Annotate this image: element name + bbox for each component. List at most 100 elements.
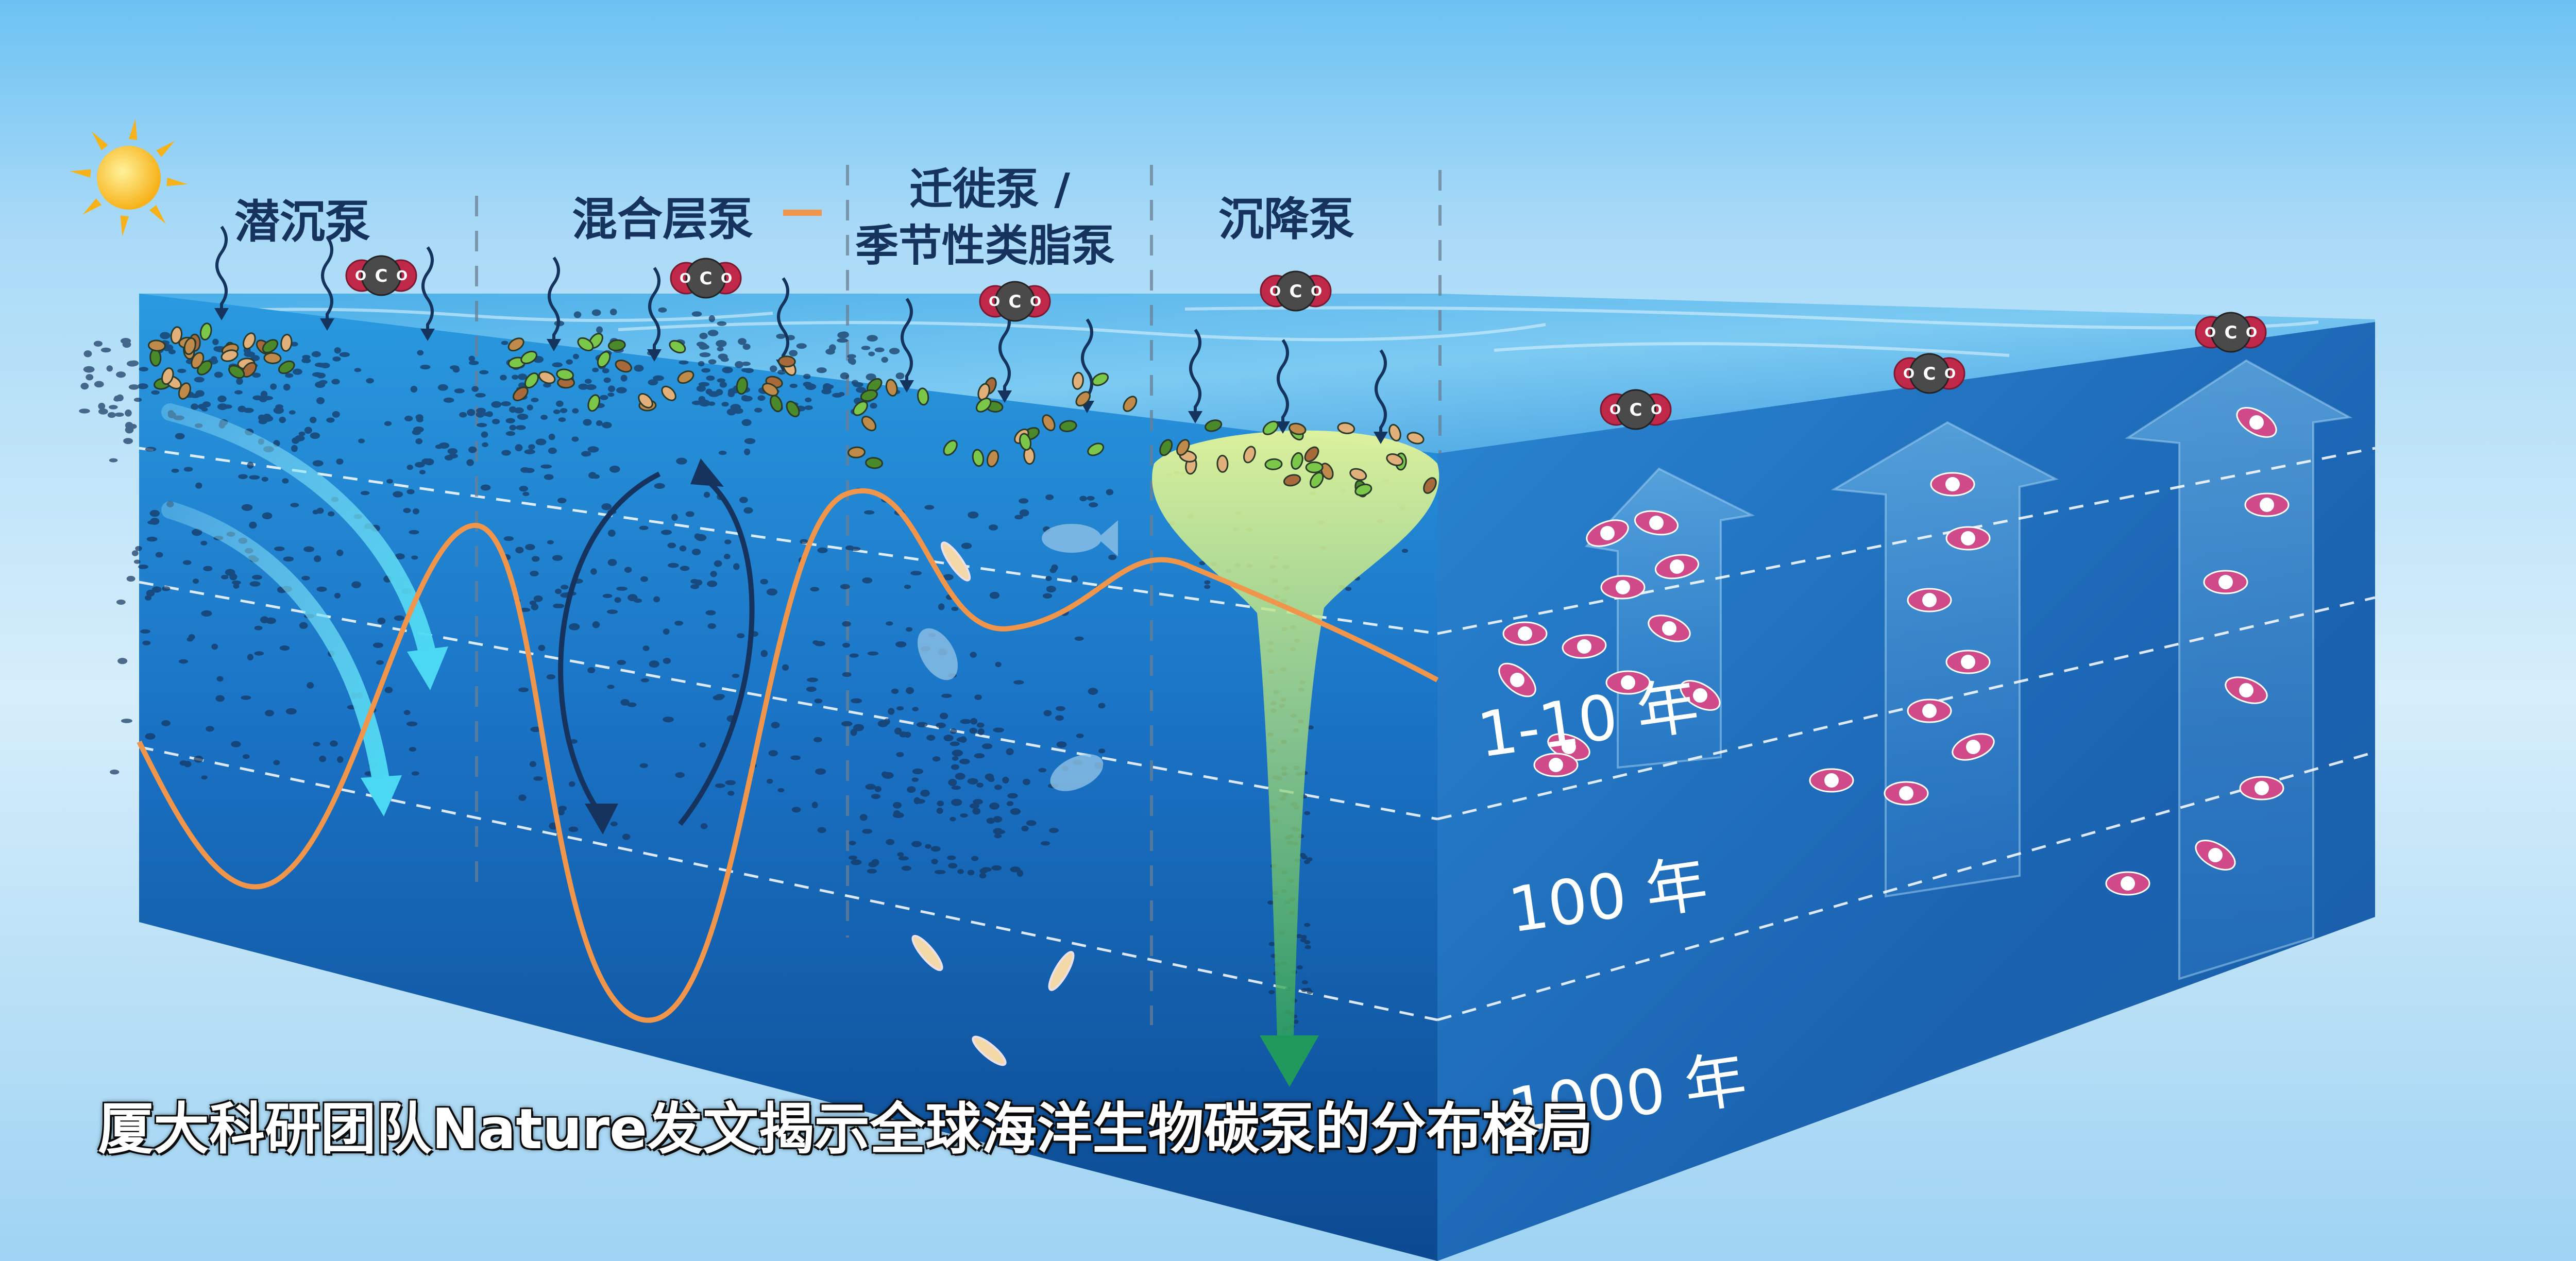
plankton	[1386, 453, 1404, 466]
particle-dot	[703, 491, 710, 498]
plankton	[1042, 414, 1056, 432]
particle-dot	[596, 420, 603, 426]
particle-dot	[334, 592, 341, 599]
particle-dot	[760, 650, 768, 657]
particle-dot	[906, 687, 914, 694]
sun-ray	[120, 215, 129, 237]
co2-molecule-small	[2236, 407, 2277, 438]
particle-dot	[529, 600, 537, 605]
particle-dot	[888, 708, 895, 715]
particle-dot	[527, 404, 533, 411]
particle-dot	[993, 828, 1003, 834]
particle-dot	[610, 821, 618, 827]
particle-dot	[592, 621, 600, 628]
particle-dot	[113, 397, 121, 402]
particle-dot	[238, 474, 248, 479]
particle-dot	[215, 695, 225, 702]
co2-molecule-small	[1562, 634, 1607, 659]
particle-dot	[303, 546, 315, 552]
particle-dot	[518, 794, 527, 802]
particle-dot	[150, 518, 160, 525]
particle-dot	[901, 865, 912, 871]
plankton	[278, 360, 295, 374]
particle-dot	[466, 459, 474, 466]
particle-dot	[137, 383, 148, 389]
particle-dot	[743, 507, 753, 514]
svg-text:O: O	[989, 294, 1000, 310]
plankton	[1283, 474, 1301, 487]
particle-dot	[993, 816, 1003, 823]
particle-dot	[133, 559, 141, 564]
particle-dot	[861, 346, 871, 350]
particle-dot	[214, 371, 223, 378]
particle-dot	[841, 721, 853, 727]
particle-dot	[1071, 575, 1078, 583]
plankton	[661, 385, 676, 401]
particle-dot	[796, 343, 807, 349]
co2-molecule-small	[1634, 510, 1679, 536]
particle-dot	[1089, 502, 1098, 507]
svg-text:O: O	[1311, 284, 1322, 299]
particle-dot	[519, 607, 531, 612]
particle-dot	[249, 521, 257, 529]
particle-dot	[386, 479, 393, 484]
particle-dot	[760, 578, 768, 585]
particle-dot	[840, 372, 850, 380]
particle-dot	[806, 686, 817, 692]
particle-dot	[943, 735, 954, 742]
particle-dot	[201, 775, 208, 780]
particle-dot	[862, 829, 872, 834]
particle-dot	[771, 722, 780, 729]
particle-dot	[701, 368, 710, 373]
particle-dot	[243, 407, 254, 413]
particle-dot	[591, 309, 601, 316]
particle-dot	[1108, 554, 1117, 560]
light-ray	[1375, 349, 1387, 438]
particle-dot	[679, 545, 687, 552]
particle-dot	[603, 377, 611, 383]
particle-dot	[241, 695, 251, 700]
particle-dot	[889, 348, 900, 354]
particle-dot	[710, 571, 717, 577]
particle-dot	[805, 397, 812, 402]
particle-dot	[482, 442, 488, 448]
particle-dot	[195, 482, 202, 489]
particle-dot	[535, 438, 547, 446]
particle-dot	[160, 332, 171, 339]
particle-dot	[1098, 703, 1106, 709]
particle-dot	[569, 623, 580, 630]
particle-dot	[1304, 923, 1311, 927]
particle-dot	[1074, 636, 1084, 641]
particle-dot	[1007, 793, 1018, 799]
particle-dot	[313, 742, 320, 746]
co2-molecule-small	[1498, 662, 1536, 697]
particle-dot	[162, 586, 171, 591]
particle-dot	[800, 539, 808, 544]
particle-dot	[116, 371, 126, 378]
particle-dot	[234, 390, 243, 395]
particle-dot	[777, 788, 785, 793]
particle-dot	[926, 735, 936, 741]
co2-molecule-small	[2244, 492, 2290, 517]
particle-dot	[319, 756, 327, 762]
plankton	[587, 394, 601, 412]
particle-dot	[384, 687, 393, 693]
particle-dot	[853, 724, 865, 731]
particle-dot	[620, 698, 630, 706]
pump-label-sinking: 沉降泵	[1218, 193, 1355, 246]
particle-dot	[568, 781, 575, 787]
particle-dot	[969, 803, 979, 809]
particle-dot	[707, 623, 717, 629]
co2-molecule-small	[1952, 733, 1995, 761]
particle-dot	[995, 661, 1002, 668]
particle-dot	[318, 380, 328, 385]
particle-dot	[1046, 586, 1056, 593]
particle-dot	[117, 658, 128, 664]
particle-dot	[468, 361, 479, 365]
plankton	[1289, 422, 1307, 435]
particle-dot	[312, 460, 324, 467]
plankton	[149, 348, 162, 367]
particle-dot	[811, 802, 818, 809]
